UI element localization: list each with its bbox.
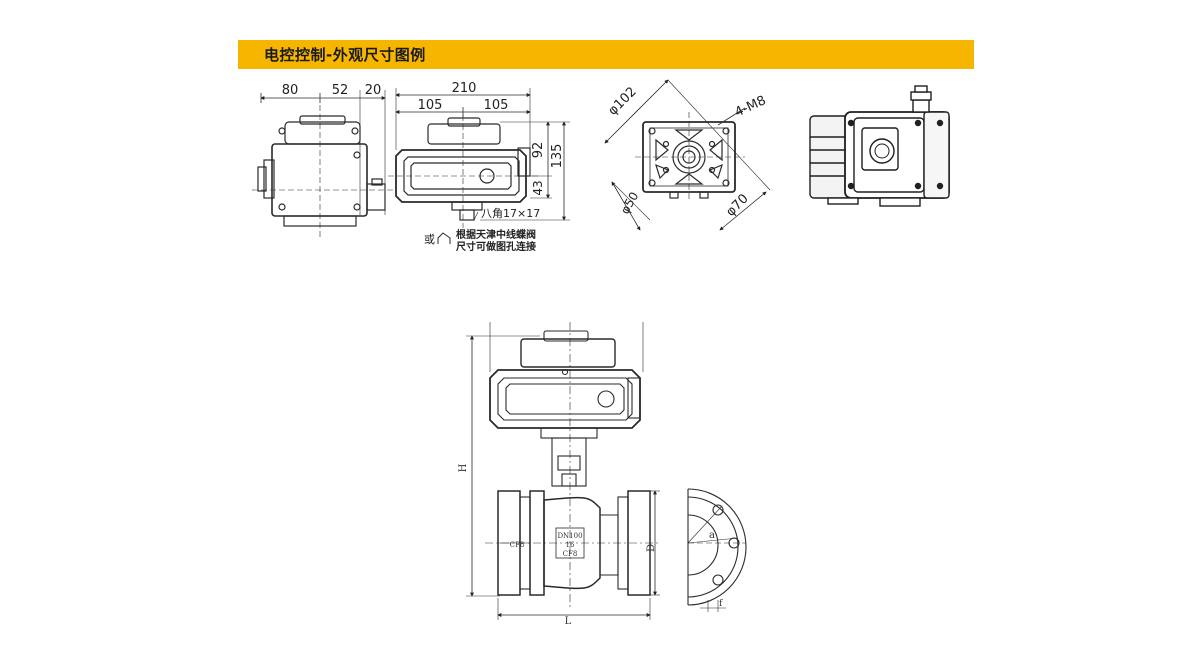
front-dim-105-left: 105 [418, 98, 443, 113]
actuator-photo-view [809, 85, 950, 207]
flange-half-section [687, 488, 747, 612]
valve-body-text-1: DN100 [557, 532, 582, 540]
flange-label-f: f [719, 599, 723, 609]
side-dim-20: 20 [365, 83, 382, 98]
section-banner: 电控控制-外观尺寸图例 [238, 40, 974, 69]
side-view-drawing [252, 90, 395, 240]
valve-body-text-3: CF8 [563, 550, 578, 558]
flange-bolts: 4-M8 [733, 93, 769, 120]
front-dim-210: 210 [452, 81, 477, 96]
front-dim-43: 43 [531, 180, 545, 195]
shaft-note: 八角17×17 [481, 207, 540, 220]
section-title: 电控控制-外观尺寸图例 [264, 46, 426, 64]
flange-dim-70: φ70 [723, 191, 751, 219]
valve-label-l: L [565, 616, 572, 627]
flange-label-a: a [709, 530, 715, 541]
side-dim-80: 80 [282, 83, 299, 98]
front-dim-135: 135 [550, 144, 565, 169]
valve-label-d: D [646, 544, 657, 552]
side-dim-52: 52 [332, 83, 349, 98]
or-label: 或 [424, 233, 435, 246]
valve-left-mark: CF8 [510, 541, 525, 549]
note-line-2: 尺寸可做图孔连接 [456, 240, 536, 253]
front-view-drawing [388, 88, 570, 244]
flange-dim-50: φ50 [618, 189, 642, 216]
valve-assembly-drawing [466, 322, 660, 620]
valve-label-h: H [458, 463, 469, 472]
note-line-1: 根据天津中线蝶阀 [456, 228, 536, 241]
front-dim-105-right: 105 [484, 98, 509, 113]
flange-view-drawing [604, 79, 771, 231]
front-dim-92: 92 [531, 142, 546, 159]
valve-body-text-2: 16 [566, 541, 575, 549]
